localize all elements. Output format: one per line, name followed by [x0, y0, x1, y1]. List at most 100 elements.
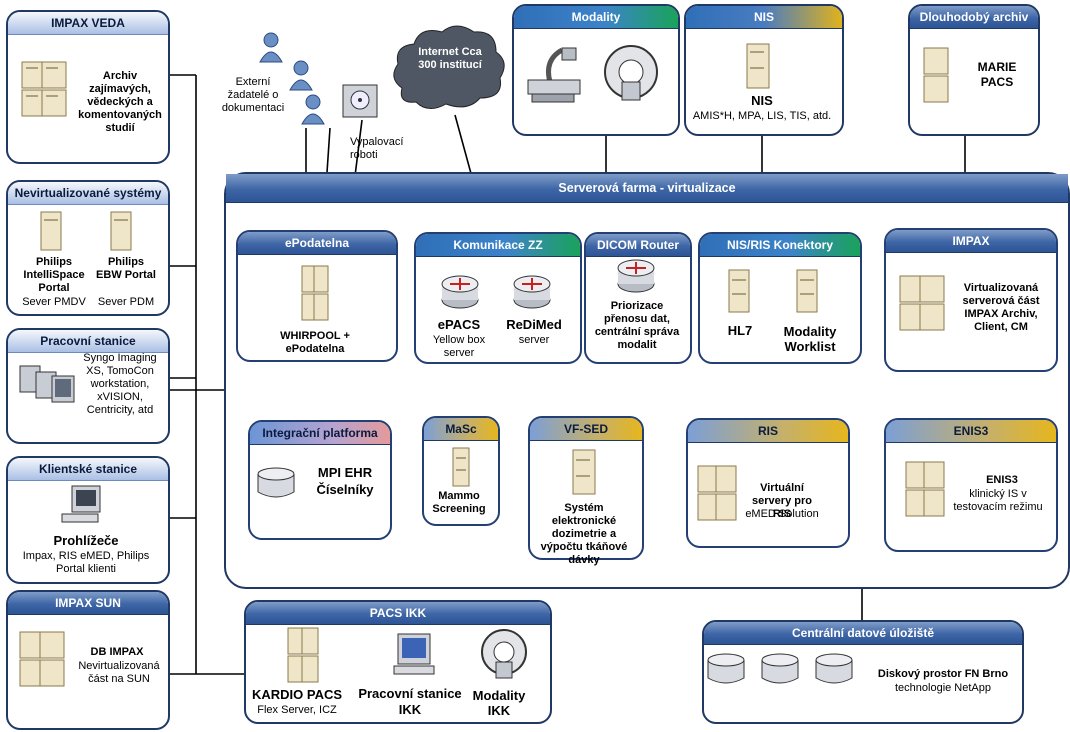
kardio-pacs-name: KARDIO PACS	[251, 687, 343, 702]
nis-name: NIS	[751, 93, 773, 108]
server-icon	[450, 446, 480, 490]
dlouhodoby-archiv-title: Dlouhodobý archiv	[910, 6, 1038, 29]
centralni-uloziste-panel: Centrální datové úložiště	[702, 620, 1024, 724]
pracovni-stanice-ikk: Pracovní stanice IKK	[358, 686, 462, 717]
philips-intellispace-name: Philips IntelliSpace Portal	[23, 256, 85, 294]
server-icon	[922, 46, 952, 103]
impax-veda-desc: Archiv zajímavých, vědeckých a komentova…	[78, 70, 162, 134]
philips-ebw-name: Philips EBW Portal	[96, 256, 156, 281]
marie-pacs-name: MARIE PACS	[977, 60, 1017, 89]
database-icon	[706, 652, 746, 691]
nevirtualizovane-title: Nevirtualizované systémy	[8, 182, 168, 205]
database-icon	[814, 652, 854, 691]
nis-title: NIS	[686, 6, 842, 29]
whirpool-name: WHIRPOOL + ePodatelna	[280, 330, 350, 355]
server-icon	[300, 264, 330, 321]
server-icon	[744, 42, 774, 89]
masc-desc: Mammo Screening	[432, 490, 486, 515]
enis3-desc: klinický IS v testovacím režimu	[953, 488, 1043, 513]
vf-sed-desc: Systém elektronické dozimetrie a výpočtu…	[540, 502, 628, 566]
centralni-uloziste-title: Centrální datové úložiště	[704, 622, 1022, 645]
integracni-desc: MPI EHR Číselníky	[316, 465, 374, 497]
dicom-router-panel: DICOM Router	[584, 232, 692, 364]
router-icon	[616, 258, 656, 299]
diskovy-prostor-name: Diskový prostor FN Brno	[877, 668, 1009, 680]
server-icon	[922, 460, 952, 517]
enis3-name: ENIS3	[986, 474, 1018, 486]
kardio-pacs-sub: Flex Server, ICZ	[257, 704, 337, 716]
pacs-ikk-title: PACS IKK	[246, 602, 550, 625]
nevirtualizovane-panel: Nevirtualizované systémy	[6, 180, 170, 316]
hl7-name: HL7	[727, 323, 753, 338]
db-impax-desc: Nevirtualizovaná část na SUN	[78, 660, 160, 685]
nis-ris-konektory-title: NIS/RIS Konektory	[700, 234, 860, 257]
router-icon	[512, 274, 552, 315]
diskovy-prostor-desc: technologie NetApp	[894, 682, 991, 694]
burning-robot-icon	[340, 82, 382, 125]
masc-title: MaSc	[424, 418, 498, 441]
ris-title: RIS	[688, 420, 848, 443]
database-icon	[256, 466, 296, 505]
impax-desc: Virtualizovaná serverová část IMPAX Arch…	[962, 282, 1040, 333]
computer-icon	[392, 632, 438, 685]
dicom-router-title: DICOM Router	[586, 234, 690, 257]
computer-icon	[58, 484, 108, 533]
server-icon	[286, 626, 319, 683]
person-icon	[300, 94, 326, 131]
philips-intellispace-sub: Sever PMDV	[22, 296, 86, 308]
impax-title: IMPAX	[886, 230, 1056, 253]
server-icon	[38, 210, 68, 254]
ris-desc: Virtuální servery pro RIS	[752, 482, 812, 520]
workstation-icon	[18, 362, 80, 413]
ct-scanner-icon	[478, 628, 530, 689]
internet-cloud-icon	[384, 18, 514, 123]
server-icon	[726, 268, 756, 313]
ct-scanner-icon	[600, 44, 662, 111]
serverova-farma-title: Serverová farma - virtualizace	[226, 174, 1068, 203]
db-impax-name: DB IMPAX	[90, 646, 144, 658]
pracovni-stanice-panel: Pracovní stanice	[6, 328, 170, 444]
impax-sun-panel: IMPAX SUN	[6, 590, 170, 730]
server-icon	[40, 60, 70, 117]
nis-ris-konektory-panel: NIS/RIS Konektory	[698, 232, 862, 364]
server-icon	[714, 464, 744, 521]
router-icon	[440, 274, 480, 315]
person-icon	[288, 60, 314, 97]
modality-title: Modality	[514, 6, 678, 29]
modality-ikk: Modality IKK	[472, 688, 526, 718]
server-icon	[918, 274, 948, 331]
pracovni-stanice-desc: Syngo Imaging XS, TomoCon workstation, x…	[83, 352, 157, 416]
epacs-sub: Yellow box server	[432, 334, 486, 359]
server-icon	[794, 268, 824, 313]
externi-zadatele: Externí žadatelé o dokumentaci	[221, 76, 285, 114]
enis3-panel: ENIS3	[884, 418, 1058, 552]
komunikace-zz-title: Komunikace ZZ	[416, 234, 580, 257]
server-icon	[570, 448, 600, 495]
vf-sed-title: VF-SED	[530, 418, 642, 441]
integracni-platforma-title: Integrační platforma	[250, 422, 390, 445]
dicom-router-desc: Priorizace přenosu dat, centrální správa…	[594, 300, 680, 351]
server-icon	[696, 464, 726, 521]
server-icon	[38, 630, 68, 687]
redimed-sub: server	[518, 334, 550, 346]
server-icon	[108, 210, 138, 254]
server-icon	[904, 460, 934, 517]
person-icon	[258, 32, 284, 69]
klientske-desc: Impax, RIS eMED, Philips Portal klienti	[22, 550, 150, 575]
enis3-title: ENIS3	[886, 420, 1056, 443]
database-icon	[760, 652, 800, 691]
redimed-name: ReDiMed	[506, 317, 562, 332]
impax-sun-title: IMPAX SUN	[8, 592, 168, 615]
epacs-name: ePACS	[437, 317, 481, 332]
vypalovaci-roboti: Vypalovací roboti	[350, 136, 404, 161]
komunikace-zz-panel: Komunikace ZZ	[414, 232, 582, 364]
klientske-stanice-title: Klientské stanice	[8, 458, 168, 481]
modality-worklist-name: Modality Worklist	[783, 324, 837, 354]
c-arm-icon	[522, 44, 588, 111]
pracovni-stanice-title: Pracovní stanice	[8, 330, 168, 353]
internet-label: Internet Cca 300 institucí	[418, 46, 482, 71]
nis-desc: AMIS*H, MPA, LIS, TIS, atd.	[692, 110, 832, 122]
epodatelna-title: ePodatelna	[238, 232, 396, 255]
ris-sub: eMED Solution	[745, 508, 819, 520]
prohlizece-name: Prohlížeče	[53, 533, 119, 548]
